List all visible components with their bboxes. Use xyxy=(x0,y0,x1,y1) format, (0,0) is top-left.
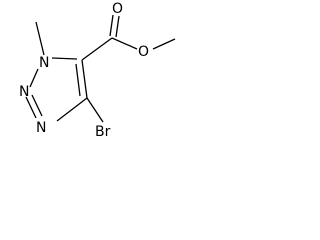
atom-n3-label: N xyxy=(36,120,46,136)
atom-n2-label: N xyxy=(19,84,29,100)
bond-carbonyl-o xyxy=(109,14,114,37)
chemical-structure: N N N O O Br xyxy=(19,1,176,140)
atom-br-label: Br xyxy=(95,124,111,140)
bond-n1-c5 xyxy=(51,57,78,60)
bond-c4-n3 xyxy=(56,97,88,122)
atom-o-ester-label: O xyxy=(138,44,149,60)
bond-carbonyl-o-ester xyxy=(111,37,138,50)
bond-carbonyl-o-inner xyxy=(115,15,120,38)
bond-n2-n1 xyxy=(29,68,39,88)
bond-c4-br xyxy=(86,97,104,123)
bond-c5-carbonyl xyxy=(81,37,113,61)
bond-c5-c4-inner xyxy=(75,63,81,97)
bond-c5-c4 xyxy=(81,59,88,99)
bond-n1-methyl xyxy=(35,21,45,56)
bond-o-ester-methyl xyxy=(152,38,176,50)
atom-o-carbonyl-label: O xyxy=(112,1,123,17)
atom-n1-label: N xyxy=(39,55,49,71)
bond-n3-n2-inner xyxy=(25,96,37,119)
bond-n3-n2 xyxy=(31,94,43,117)
